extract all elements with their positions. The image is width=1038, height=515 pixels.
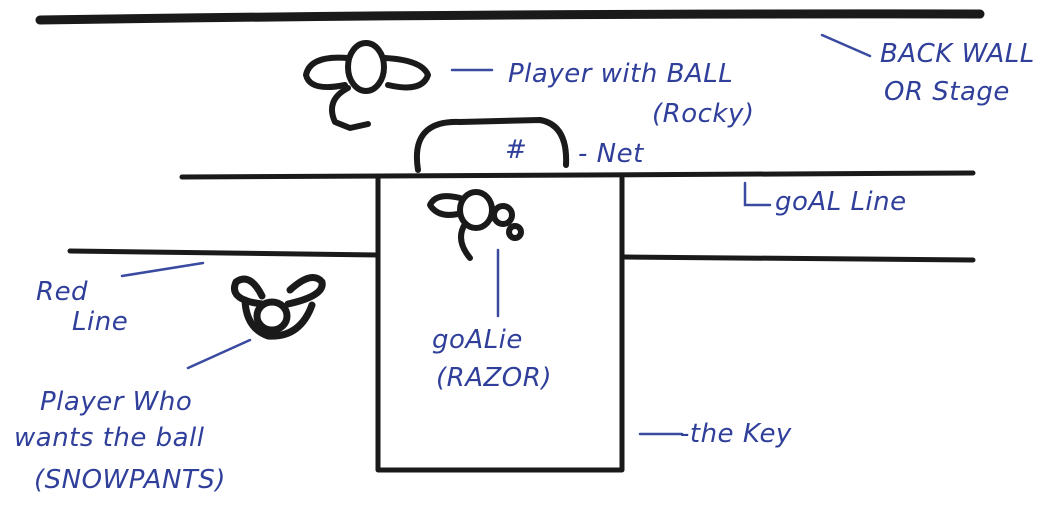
red-line-label-2: Line — [72, 307, 128, 337]
player-wants-ball-label-1: Player Who — [40, 387, 192, 417]
pointer-player-wants-ball — [186, 338, 252, 370]
player-with-ball-figure — [303, 40, 431, 131]
net-mark: # — [505, 135, 527, 165]
the-key-box — [375, 175, 625, 473]
net-outline — [413, 117, 570, 173]
goal-line-label: goAL Line — [775, 187, 907, 217]
goal-line — [179, 170, 976, 180]
net-label: - Net — [578, 139, 644, 169]
goalie-figure — [427, 189, 524, 261]
red-line-left — [67, 248, 381, 258]
pointer-goal-line — [743, 181, 772, 207]
player-wants-ball-figure — [231, 274, 326, 340]
pointer-red-line — [120, 261, 205, 278]
red-line-right — [621, 254, 976, 263]
player-with-ball-label-2: (Rocky) — [652, 99, 755, 129]
the-key-label: -the Key — [680, 419, 792, 449]
goalie-label-2: (RAZOR) — [436, 363, 552, 393]
back-wall-label-1: BACK WALL — [880, 39, 1035, 69]
goalie-label-1: goALie — [432, 325, 523, 355]
back-wall-label-2: OR Stage — [884, 77, 1010, 107]
pointer-back-wall — [820, 33, 872, 58]
player-wants-ball-label-2: wants the ball — [14, 423, 205, 453]
player-with-ball-label-1: Player with BALL — [508, 59, 733, 89]
back-wall-line — [35, 9, 985, 25]
red-line-label-1: Red — [36, 277, 88, 307]
player-wants-ball-label-3: (SNOWPANTS) — [34, 465, 226, 495]
